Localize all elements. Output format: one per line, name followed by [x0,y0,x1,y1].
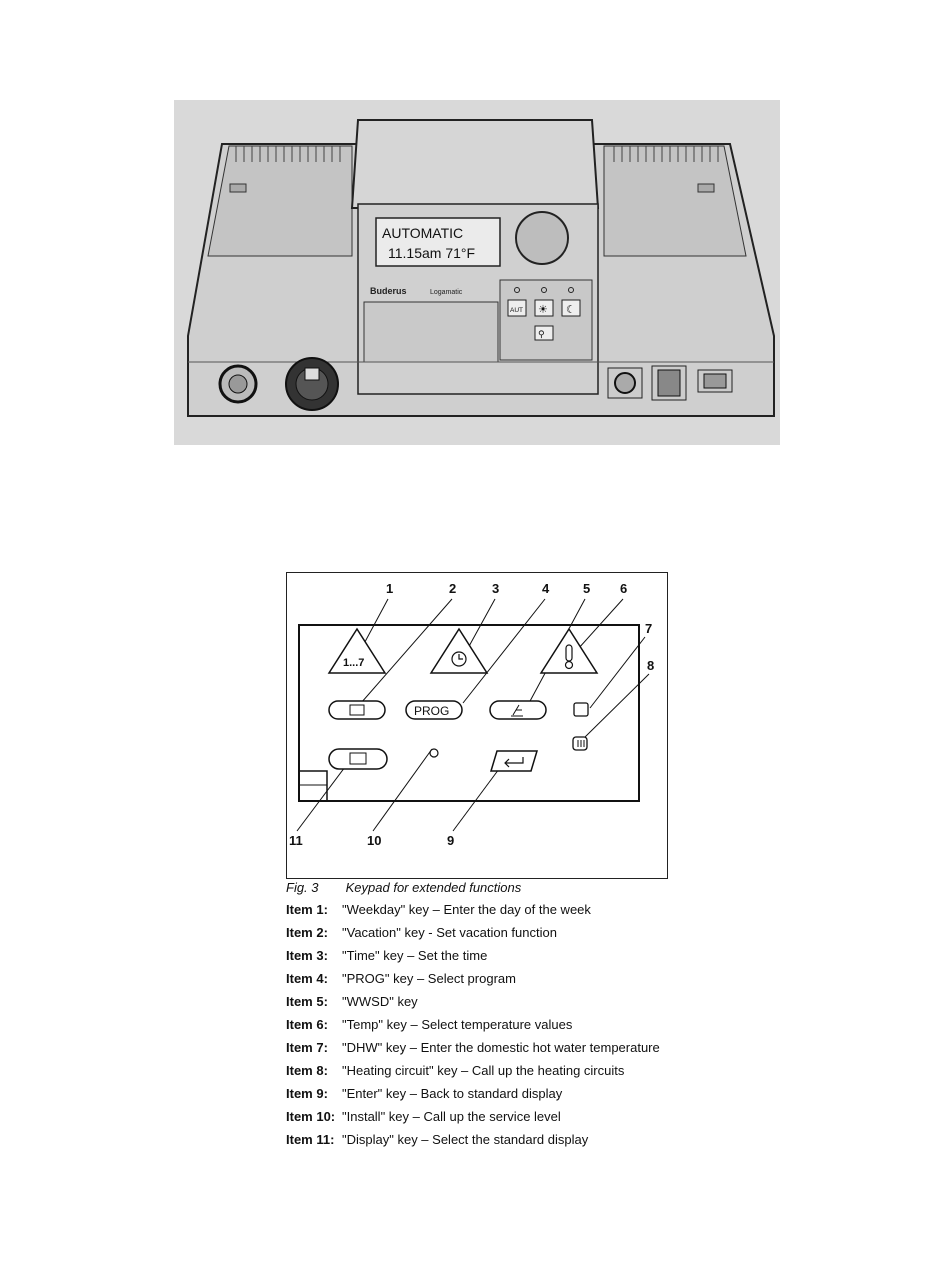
legend-item-label: Item 2: [286,925,328,940]
rotary-knob [515,211,569,265]
temp-key [539,627,599,674]
legend-item-label: Item 1: [286,902,328,917]
legend-item-label: Item 10: [286,1109,336,1124]
legend-item-label: Item 7: [286,1040,328,1055]
callout-9: 9 [447,833,454,848]
callout-3: 3 [492,581,499,596]
prog-key-label: PROG [414,704,449,718]
aut-key-label: AUT [510,307,523,314]
enter-key [489,750,539,772]
weekday-key [327,627,387,674]
controller-drawing: AUTOMATIC 11.15am 71°F Buderus Logamatic… [187,119,775,417]
callout-2: 2 [449,581,456,596]
callout-5: 5 [583,581,590,596]
legend-item-text: "WWSD" key [342,994,418,1009]
legend-item-text: "Install" key – Call up the service leve… [342,1109,561,1124]
legend-item-label: Item 9: [286,1086,328,1101]
time-key [429,627,489,674]
callout-8: 8 [647,658,654,673]
legend-item: Item 1: "Weekday" key – Enter the day of … [286,902,706,918]
fuse-holder [614,372,636,394]
callout-1: 1 [386,581,393,596]
weekday-key-label: 1...7 [343,657,364,669]
display-key [328,748,388,770]
legend-item: Item 2: "Vacation" key - Set vacation fun… [286,925,706,941]
legend-item-text: "PROG" key – Select program [342,971,516,986]
legend-item: Item 10: "Install" key – Call up the serv… [286,1109,706,1125]
legend-item-text: "Weekday" key – Enter the day of the wee… [342,902,591,917]
tap-icon: ⚲ [538,330,545,340]
legend-item-text: "Heating circuit" key – Call up the heat… [342,1063,625,1078]
legend-item-text: "Time" key – Set the time [342,948,488,963]
figure-caption: Fig. 3 Keypad for extended functions [286,880,521,895]
legend-item: Item 4: "PROG" key – Select program [286,971,706,987]
callout-6: 6 [620,581,627,596]
dhw-key [573,702,589,717]
legend-item: Item 9: "Enter" key – Back to standard di… [286,1086,706,1102]
legend-item: Item 5: "WWSD" key [286,994,706,1010]
legend-item: Item 11: "Display" key – Select the stand… [286,1132,706,1148]
legend-item-text: "Temp" key – Select temperature values [342,1017,573,1032]
model-text: Logamatic [430,289,463,296]
display-icon [349,752,367,765]
legend-item: Item 6: "Temp" key – Select temperature v… [286,1017,706,1033]
figure-caption-text: Keypad for extended functions [345,880,522,895]
legend-item-text: "Display" key – Select the standard disp… [342,1132,589,1147]
item-legend-list: Item 1: "Weekday" key – Enter the day of … [286,902,706,1155]
callout-7: 7 [645,621,652,636]
legend-item-label: Item 4: [286,971,328,986]
keypad-drawing: 1 2 3 4 5 6 7 8 9 10 11 1...7 [289,581,654,848]
legend-item: Item 3: "Time" key – Set the time [286,948,706,964]
wwsd-icon [511,704,523,717]
suitcase-icon [349,704,365,716]
figure-number: Fig. 3 [286,880,319,895]
test-switch [703,373,727,389]
prog-key [405,700,463,720]
legend-item-text: "DHW" key – Enter the domestic hot water… [342,1040,660,1055]
callout-4: 4 [542,581,550,596]
clock-icon [451,651,467,667]
legend-item-text: "Vacation" key - Set vacation function [342,925,557,940]
sun-icon: ☀ [538,303,548,316]
install-key [429,748,439,758]
moon-icon: ☾ [566,303,576,316]
legend-item: Item 8: "Heating circuit" key – Call up t… [286,1063,706,1079]
callout-11: 11 [289,833,303,848]
controller-illustration: AUTOMATIC 11.15am 71°F Buderus Logamatic… [174,100,780,445]
legend-item-label: Item 11: [286,1132,335,1147]
heating-circuit-key [572,736,588,751]
vacation-key [328,700,386,720]
keypad-diagram: 1 2 3 4 5 6 7 8 9 10 11 1...7 [286,572,668,879]
legend-item-label: Item 3: [286,948,328,963]
brand-text: Buderus [370,286,407,296]
power-switch [657,369,681,397]
callout-10: 10 [367,833,381,848]
legend-item: Item 7: "DHW" key – Enter the domestic ho… [286,1040,706,1056]
legend-item-label: Item 6: [286,1017,328,1032]
legend-item-text: "Enter" key – Back to standard display [342,1086,563,1101]
enter-arrow-icon [504,757,524,768]
lcd-line-2: 11.15am 71°F [388,245,475,261]
lcd-line-1: AUTOMATIC [382,225,463,241]
legend-item-label: Item 8: [286,1063,328,1078]
legend-item-label: Item 5: [286,994,328,1009]
